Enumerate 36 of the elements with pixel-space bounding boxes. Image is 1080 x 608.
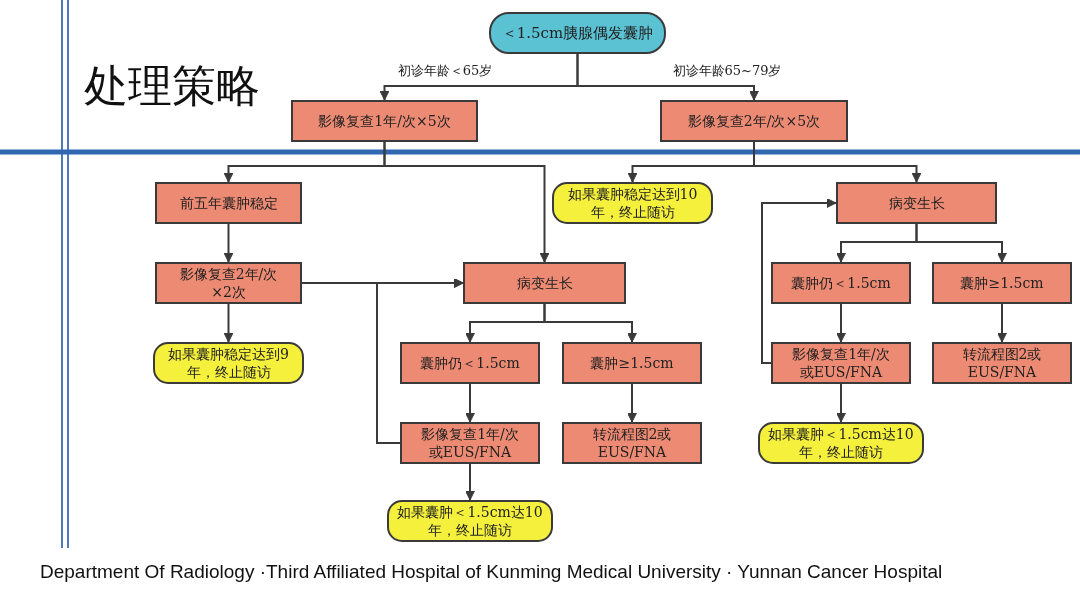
arrow: [997, 303, 1007, 343]
arrow: [836, 303, 846, 343]
end-pill: 如果囊肿＜1.5cm达10年，终止随访: [387, 500, 553, 542]
slide-title: 处理策略: [84, 60, 260, 112]
process-box: 转流程图2或EUS/FNA: [932, 342, 1072, 384]
arrow: [376, 278, 464, 444]
process-box: 转流程图2或EUS/FNA: [562, 422, 702, 464]
process-box: 囊肿仍＜1.5cm: [771, 262, 911, 304]
arrow: [761, 198, 837, 364]
end-pill: 如果囊肿稳定达到10年，终止随访: [552, 182, 713, 224]
start-pill: ＜1.5cm胰腺偶发囊肿: [489, 12, 666, 54]
arrow: [543, 303, 637, 343]
process-box: 影像复查2年/次×2次: [155, 262, 302, 304]
process-box: 影像复查1年/次或EUS/FNA: [771, 342, 911, 384]
end-pill: 如果囊肿＜1.5cm达10年，终止随访: [758, 422, 924, 464]
arrow: [465, 463, 475, 501]
process-box: 影像复查2年/次×5次: [660, 100, 848, 142]
footer-text: Department Of Radiology ·Third Affiliated Hospital of Kunming Medical University · Yunnan Cancer Hospital: [40, 560, 943, 584]
arrow: [465, 383, 475, 423]
arrow: [915, 223, 1007, 263]
arrow: [223, 303, 234, 343]
process-box: 囊肿≥1.5cm: [562, 342, 702, 384]
arrow: [223, 223, 234, 263]
process-box: 病变生长: [836, 182, 997, 224]
arrow: [576, 53, 759, 101]
process-box: 前五年囊肿稳定: [155, 182, 302, 224]
arrow: [836, 383, 846, 423]
arrow: [383, 141, 550, 263]
process-box: 囊肿仍＜1.5cm: [400, 342, 540, 384]
arrow: [753, 141, 922, 183]
process-box: 影像复查1年/次×5次: [291, 100, 478, 142]
process-box: 病变生长: [463, 262, 626, 304]
arrow: [627, 383, 637, 423]
process-box: 影像复查1年/次或EUS/FNA: [400, 422, 540, 464]
process-box: 囊肿≥1.5cm: [932, 262, 1072, 304]
end-pill: 如果囊肿稳定达到9年，终止随访: [153, 342, 304, 384]
